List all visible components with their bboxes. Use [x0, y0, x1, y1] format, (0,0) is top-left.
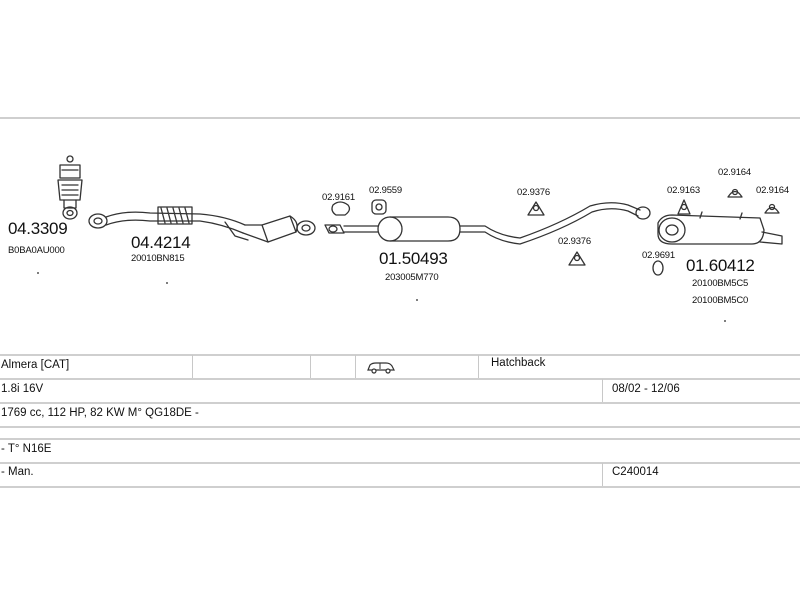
- part-code-0160412: 01.60412: [686, 256, 755, 275]
- hanger-label-029559: 02.9559: [369, 185, 402, 196]
- exhaust-diagram: [37, 155, 783, 322]
- hanger-label-029164-b: 02.9164: [756, 185, 789, 196]
- part-oem-044214: 20010BN815: [131, 253, 185, 264]
- ring-9691-icon: [652, 260, 664, 276]
- front-pipe-icon: [88, 206, 316, 243]
- part-oem-043309: B0BA0AU000: [8, 245, 65, 256]
- part-code-0150493: 01.50493: [379, 249, 448, 268]
- top-rule: [0, 117, 800, 119]
- hanger-9161-icon: [331, 201, 351, 216]
- rear-muffler-icon: [657, 211, 783, 245]
- hanger-label-029376-a: 02.9376: [517, 187, 550, 198]
- hanger-9164a-icon: [727, 188, 743, 198]
- transmission: - Man.: [1, 466, 34, 478]
- type-number: - T° N16E: [1, 443, 52, 455]
- hanger-9376a-icon: [527, 201, 545, 216]
- part-code-044214: 04.4214: [131, 233, 191, 252]
- hanger-9163-icon: [677, 199, 691, 215]
- hanger-label-029161: 02.9161: [322, 192, 355, 203]
- reference-code: C240014: [612, 466, 659, 478]
- engine-name: 1.8i 16V: [1, 383, 44, 395]
- hanger-9559-icon: [371, 199, 387, 215]
- hanger-label-029376-b: 02.9376: [558, 236, 591, 247]
- engine-spec: 1769 cc, 112 HP, 82 KW M° QG18DE -: [1, 407, 199, 419]
- hanger-label-029164-a: 02.9164: [718, 167, 751, 178]
- part-code-043309: 04.3309: [8, 219, 68, 238]
- center-muffler-icon: [343, 202, 651, 245]
- body-type: Hatchback: [491, 357, 546, 369]
- production-period: 08/02 - 12/06: [612, 383, 680, 395]
- hanger-label-029163: 02.9163: [667, 185, 700, 196]
- part-oem-0150493: 203005M770: [385, 272, 439, 283]
- part-oem-0160412-a: 20100BM5C5: [692, 278, 749, 289]
- hanger-9164b-icon: [764, 203, 780, 214]
- car-icon: [367, 362, 395, 374]
- flange-icon: [324, 224, 345, 234]
- vehicle-model: Almera [CAT]: [1, 359, 70, 371]
- manifold-catalyst-icon: [57, 155, 83, 220]
- ring-label-029691: 02.9691: [642, 250, 675, 261]
- part-oem-0160412-b: 20100BM5C0: [692, 295, 749, 306]
- hanger-9376b-icon: [568, 251, 586, 266]
